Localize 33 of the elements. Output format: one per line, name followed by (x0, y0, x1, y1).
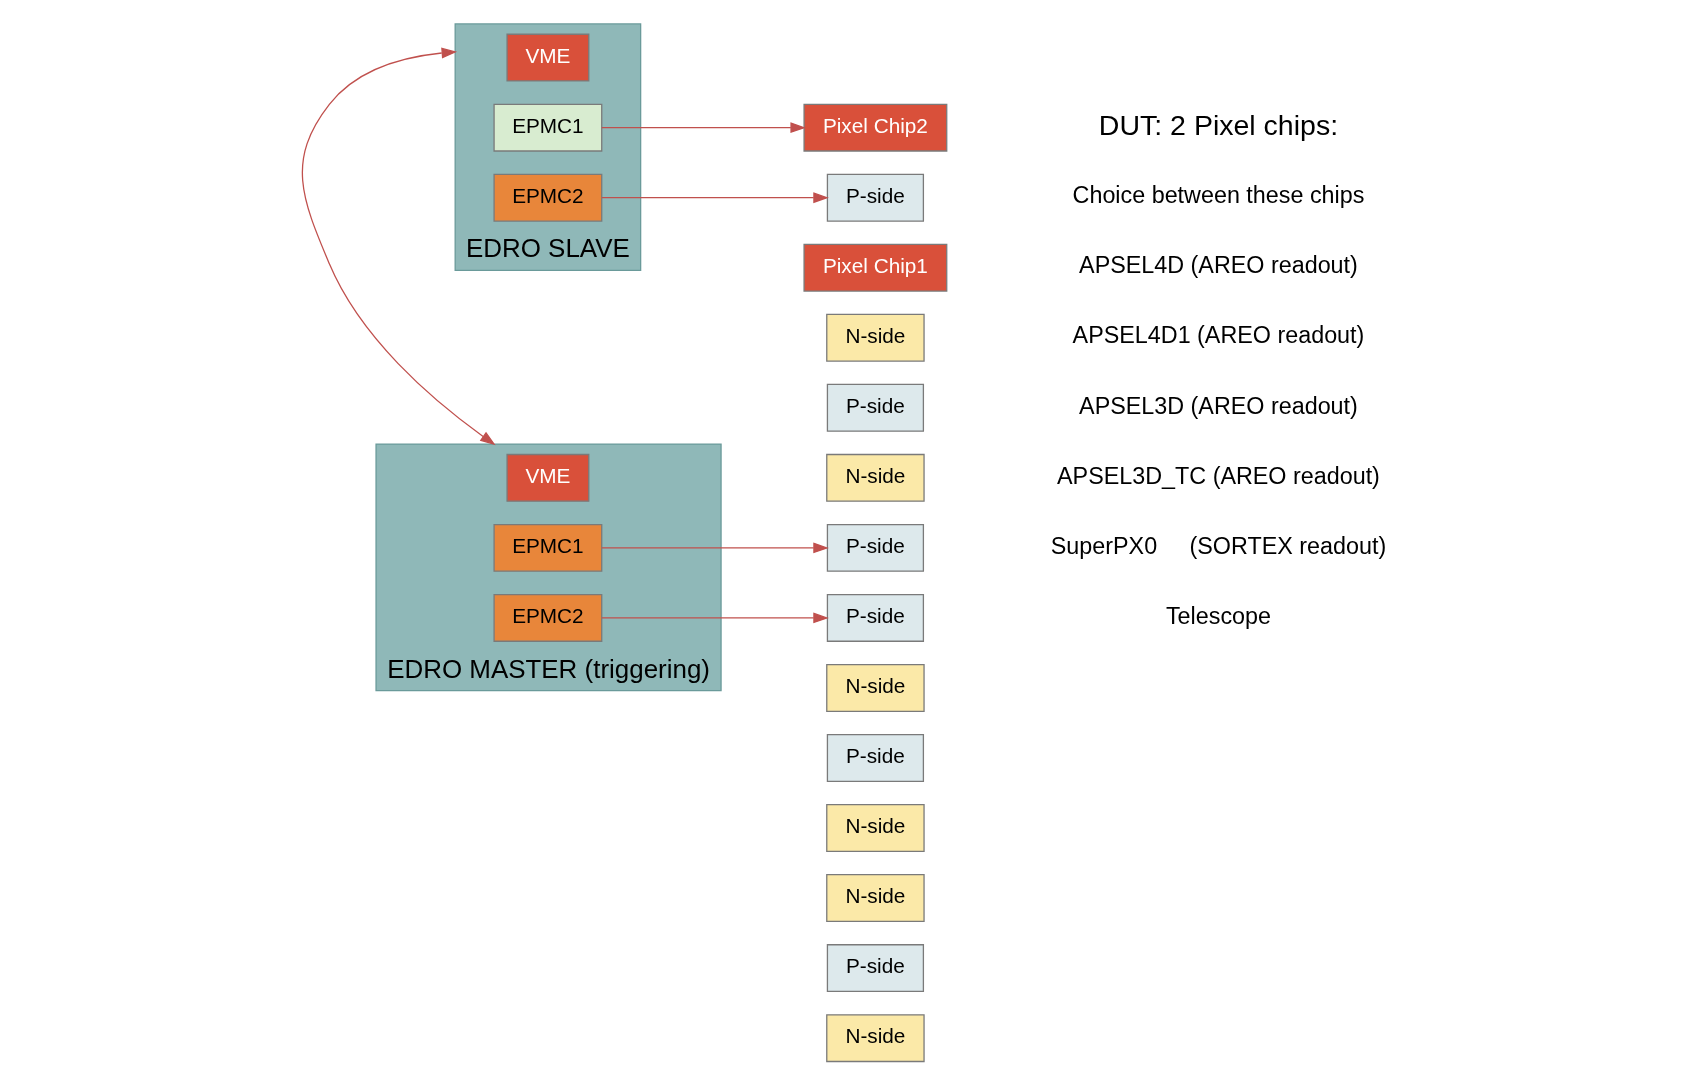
label: APSEL4D (AREO readout) (1079, 252, 1358, 279)
node-box: EPMC2 (493, 593, 603, 642)
label: APSEL3D_TC (AREO readout) (1057, 462, 1380, 489)
node-box: P-side (826, 173, 925, 222)
label: SuperPX0 (SORTEX readout) (1050, 532, 1387, 559)
node-box: VME (506, 453, 590, 502)
label: Telescope (1165, 602, 1271, 629)
node-box: P-side (826, 523, 925, 572)
node-box: N-side (826, 663, 925, 712)
node-box: VME (506, 33, 590, 82)
arrow (601, 192, 829, 204)
node-box: N-side (826, 313, 925, 362)
node-box: Pixel Chip2 (803, 103, 948, 152)
node-box: Pixel Chip1 (803, 243, 948, 292)
label: APSEL3D (AREO readout) (1079, 392, 1358, 419)
node-box: N-side (826, 453, 925, 502)
node-box: N-side (826, 804, 925, 853)
arrow (301, 47, 496, 446)
arrow (601, 612, 829, 624)
node-box: EPMC2 (493, 173, 603, 222)
node-box: EPMC1 (493, 103, 603, 152)
label: DUT: 2 Pixel chips: (1098, 108, 1339, 141)
node-box: P-side (826, 383, 925, 432)
node-box: EPMC1 (493, 523, 603, 572)
node-box: N-side (826, 874, 925, 923)
arrow (601, 122, 806, 134)
arrow (601, 542, 829, 554)
label: APSEL4D1 (AREO readout) (1072, 322, 1365, 349)
node-box: P-side (826, 944, 925, 993)
label: Choice between these chips (1072, 182, 1365, 209)
node-box: N-side (826, 1014, 925, 1063)
node-box: P-side (826, 593, 925, 642)
node-box: P-side (826, 734, 925, 782)
